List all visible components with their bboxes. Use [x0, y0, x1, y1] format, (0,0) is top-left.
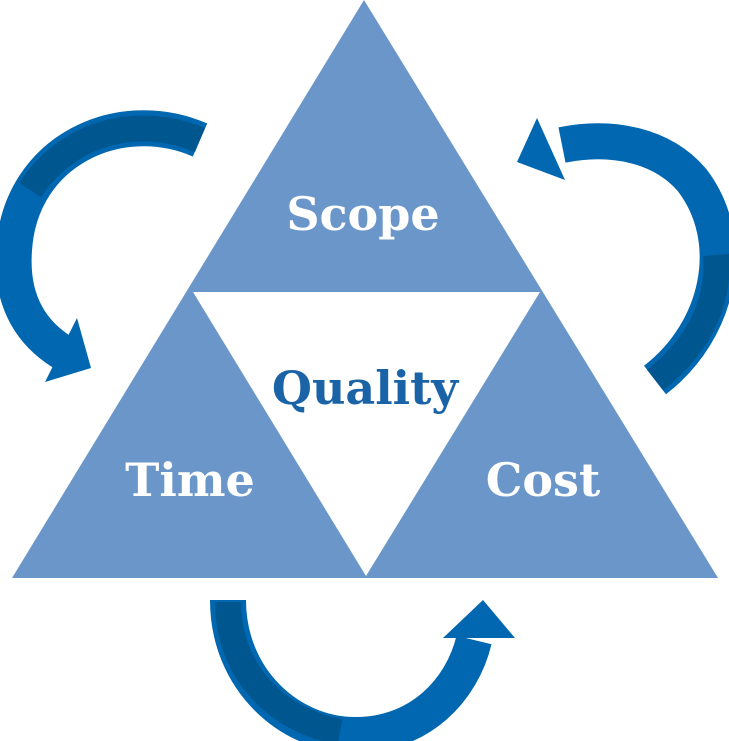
- outer-triangle: [12, 0, 718, 578]
- arrow-top-left: [0, 110, 208, 382]
- center-triangle: [193, 292, 540, 576]
- label-quality: Quality: [272, 361, 460, 415]
- label-cost: Cost: [486, 453, 601, 507]
- label-scope: Scope: [286, 187, 439, 241]
- arrow-bottom: [210, 599, 515, 741]
- arrow-right: [517, 118, 729, 395]
- label-time: Time: [125, 453, 255, 507]
